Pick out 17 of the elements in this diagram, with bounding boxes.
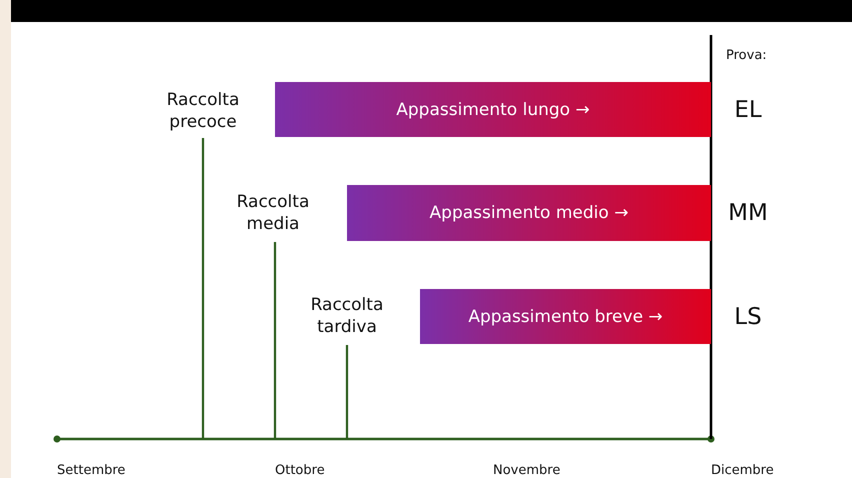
- leader-line: [346, 345, 348, 439]
- drying-period-bar: Appassimento medio →: [347, 185, 711, 241]
- sample-code: EL: [718, 88, 778, 132]
- sample-code: MM: [718, 191, 778, 235]
- drying-period-bar: Appassimento breve →: [420, 289, 711, 344]
- month-label: Dicembre: [711, 463, 774, 478]
- month-label: Ottobre: [275, 463, 325, 478]
- sample-code: LS: [718, 295, 778, 339]
- leader-line: [202, 138, 204, 439]
- harvest-label: Raccolta media: [213, 188, 333, 238]
- leader-line: [274, 242, 276, 439]
- column-heading: Prova:: [726, 48, 767, 63]
- drying-period-bar: Appassimento lungo →: [275, 82, 711, 137]
- harvest-label: Raccolta precoce: [143, 86, 263, 136]
- month-label: Novembre: [493, 463, 560, 478]
- month-label: Settembre: [57, 463, 126, 478]
- harvest-label: Raccolta tardiva: [287, 291, 407, 341]
